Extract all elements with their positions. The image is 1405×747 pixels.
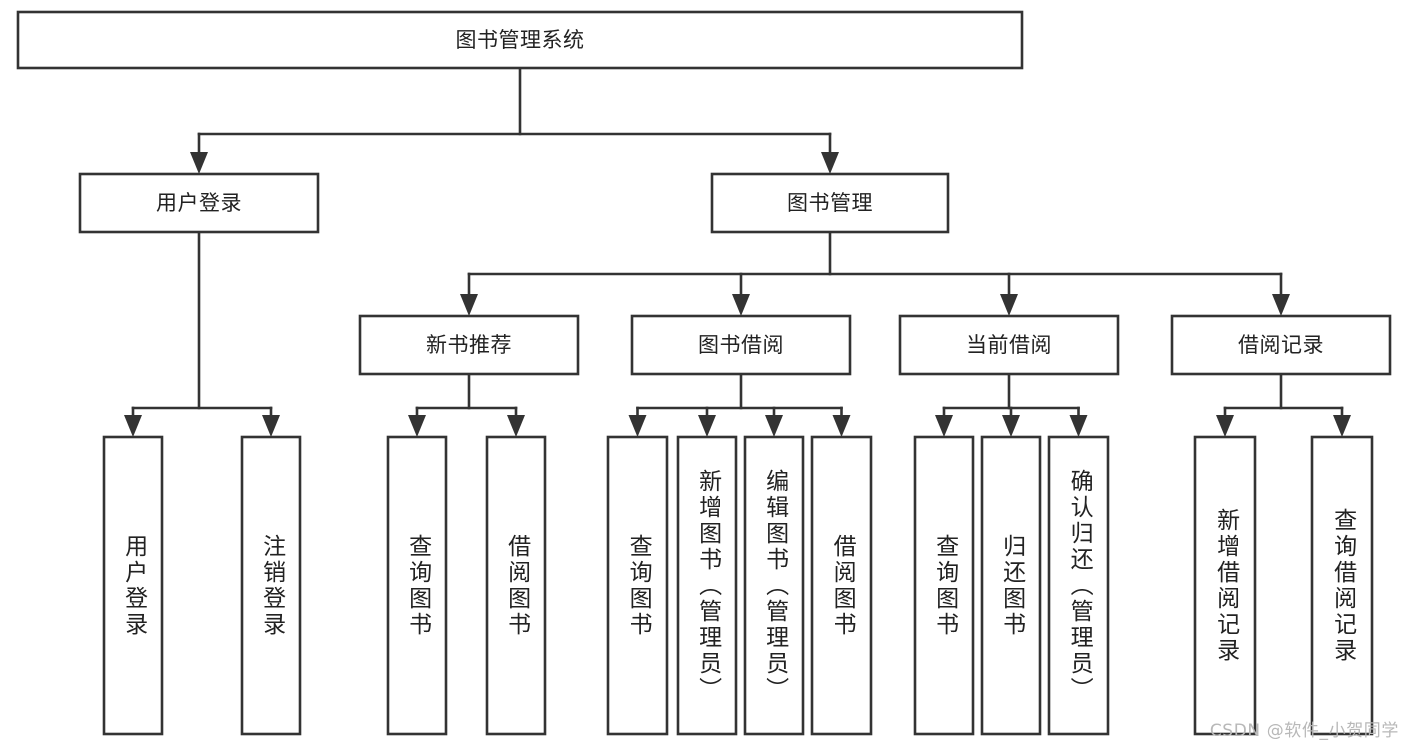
node-box-leaf-edit-book-admin[interactable]: [743, 435, 805, 736]
arrow-head-icon-book-borrow: [732, 294, 750, 316]
arrow-head-icon-leaf-query-book-recommend: [408, 415, 426, 437]
node-box-user-login[interactable]: [78, 172, 320, 234]
node-box-leaf-confirm-return-admin[interactable]: [1047, 435, 1110, 736]
arrow-head-icon-leaf-add-book-admin: [698, 415, 716, 437]
node-box-book-borrow[interactable]: [630, 314, 852, 376]
node-box-leaf-borrow-book-recommend[interactable]: [485, 435, 547, 736]
arrow-head-icon-leaf-query-borrow-record: [1333, 415, 1351, 437]
node-box-leaf-add-book-admin[interactable]: [676, 435, 738, 736]
node-box-leaf-borrow-book[interactable]: [810, 435, 873, 736]
node-box-leaf-query-book-recommend[interactable]: [386, 435, 448, 736]
arrow-head-icon-leaf-query-book-current: [935, 415, 953, 437]
arrow-head-icon-leaf-confirm-return-admin: [1069, 415, 1088, 437]
edges-layer: [124, 66, 1351, 437]
arrow-head-icon-leaf-borrow-book-recommend: [507, 415, 525, 437]
arrow-head-icon-leaf-query-book-borrow: [628, 415, 647, 437]
arrow-head-icon-leaf-return-book: [1002, 415, 1020, 437]
node-box-leaf-return-book[interactable]: [980, 435, 1042, 736]
watermark-text: CSDN @软件_小贺同学: [1209, 721, 1399, 741]
arrow-head-icon-current-borrow: [1000, 294, 1018, 316]
node-box-new-book-recommend[interactable]: [358, 314, 580, 376]
node-box-leaf-add-borrow-record[interactable]: [1193, 435, 1257, 736]
arrow-head-icon-borrow-records: [1272, 294, 1290, 316]
node-box-book-management[interactable]: [710, 172, 950, 234]
arrow-head-icon-user-login: [190, 152, 208, 174]
node-box-root[interactable]: [16, 10, 1024, 70]
arrow-head-icon-new-book-recommend: [460, 294, 478, 316]
node-box-leaf-user-login[interactable]: [102, 435, 164, 736]
node-box-leaf-query-borrow-record[interactable]: [1310, 435, 1374, 736]
arrow-head-icon-leaf-user-login: [124, 415, 142, 437]
arrow-head-icon-leaf-borrow-book: [832, 415, 851, 437]
node-box-leaf-logout[interactable]: [240, 435, 302, 736]
node-box-leaf-query-book-current[interactable]: [913, 435, 975, 736]
arrow-head-icon-leaf-edit-book-admin: [765, 415, 783, 437]
arrow-head-icon-leaf-logout: [262, 415, 280, 437]
node-box-leaf-query-book-borrow[interactable]: [606, 435, 669, 736]
node-box-current-borrow[interactable]: [898, 314, 1120, 376]
arrow-head-icon-book-management: [821, 152, 839, 174]
node-box-borrow-records[interactable]: [1170, 314, 1392, 376]
arrow-head-icon-leaf-add-borrow-record: [1216, 415, 1234, 437]
boxes-layer: [16, 10, 1392, 736]
